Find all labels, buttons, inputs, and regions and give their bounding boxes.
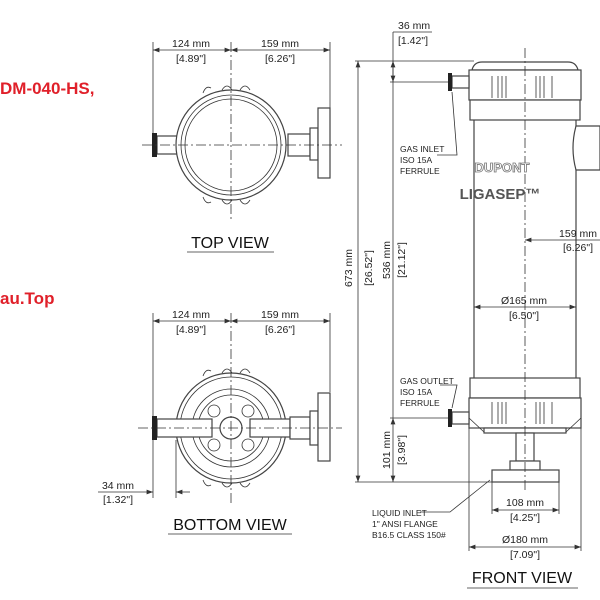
bottom-dim-offset: 34 mm [102, 480, 134, 492]
dim-36-in: [1.42"] [398, 35, 428, 47]
dim-673-in: [26.52"] [363, 250, 375, 286]
top-view: 124 mm [4.89"] 159 mm [6.26"] TOP VIEW [142, 38, 342, 253]
bottom-view-title: BOTTOM VIEW [173, 517, 287, 534]
gas-inlet-label-1: GAS INLET [400, 144, 444, 154]
top-dim-left-in: [4.89"] [176, 53, 206, 65]
top-view-title: TOP VIEW [191, 235, 270, 252]
dupont-logo: DUPONT [475, 160, 530, 175]
front-view: DUPONT LIGASEP™ 36 mm [1.42"] 673 mm [26… [343, 20, 600, 589]
dim-673: 673 mm [343, 249, 355, 287]
dim-536-in: [21.12"] [396, 242, 408, 278]
bottom-dim-right-in: [6.26"] [265, 324, 295, 336]
liquid-inlet-label-2: 1" ANSI FLANGE [372, 519, 438, 529]
dim-536: 536 mm [381, 241, 393, 279]
liquid-inlet-label-3: B16.5 CLASS 150# [372, 530, 446, 540]
dim-101: 101 mm [381, 431, 393, 469]
gas-outlet-label-2: ISO 15A [400, 387, 432, 397]
ligasep-logo: LIGASEP™ [460, 186, 541, 203]
dim-159: 159 mm [559, 228, 597, 240]
top-dim-right: 159 mm [261, 38, 299, 50]
front-view-title: FRONT VIEW [472, 570, 573, 587]
gas-outlet-label-1: GAS OUTLET [400, 376, 454, 386]
dim-180-in: [7.09"] [510, 549, 540, 561]
bottom-dim-offset-in: [1.32"] [103, 494, 133, 506]
bottom-dim-left-in: [4.89"] [176, 324, 206, 336]
dim-180: Ø180 mm [502, 534, 548, 546]
dim-108: 108 mm [506, 497, 544, 509]
overlay-text-site: au.Top [0, 289, 54, 308]
gas-outlet-label-3: FERRULE [400, 398, 440, 408]
dim-108-in: [4.25"] [510, 512, 540, 524]
gas-inlet-label-3: FERRULE [400, 166, 440, 176]
top-dim-left: 124 mm [172, 38, 210, 50]
bottom-dim-left: 124 mm [172, 309, 210, 321]
liquid-inlet-label-1: LIQUID INLET [372, 508, 427, 518]
bottom-view: 124 mm [4.89"] 159 mm [6.26"] 34 mm [1.3… [98, 309, 342, 535]
dim-159-in: [6.26"] [563, 242, 593, 254]
dim-36: 36 mm [398, 20, 430, 32]
dim-165-in: [6.50"] [509, 310, 539, 322]
dim-165: Ø165 mm [501, 295, 547, 307]
dim-101-in: [3.98"] [396, 435, 408, 465]
top-dim-right-in: [6.26"] [265, 53, 295, 65]
bottom-dim-right: 159 mm [261, 309, 299, 321]
gas-inlet-label-2: ISO 15A [400, 155, 432, 165]
overlay-text-model: DM-040-HS, [0, 79, 94, 98]
